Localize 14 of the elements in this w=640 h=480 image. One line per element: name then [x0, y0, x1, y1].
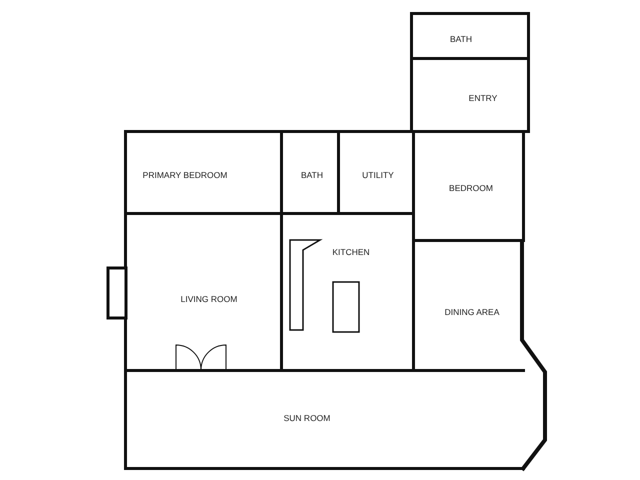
room-label: KITCHEN [332, 247, 370, 257]
room-outline [410, 57, 530, 133]
room-label: BEDROOM [449, 183, 493, 193]
room-label: DINING AREA [444, 307, 500, 317]
room-outline [410, 12, 530, 60]
room-outline [124, 130, 283, 215]
room-outline [124, 369, 525, 470]
room-label: UTILITY [362, 170, 394, 180]
room-label: BATH [450, 34, 472, 44]
room-label: PRIMARY BEDROOM [142, 170, 228, 180]
room-label: LIVING ROOM [180, 294, 238, 304]
room-label: ENTRY [468, 93, 498, 103]
room-label: BATH [300, 170, 324, 180]
room-label: SUN ROOM [284, 413, 330, 423]
